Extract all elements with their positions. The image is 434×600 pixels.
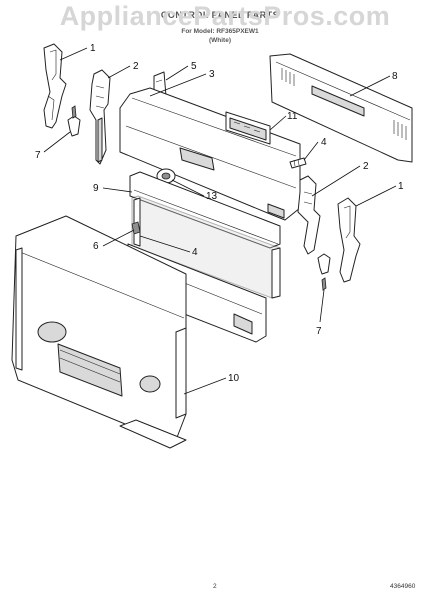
document-number: 4364960 (390, 583, 416, 590)
part-11-clock-module (225, 111, 271, 145)
callout-7-right: 7 (316, 326, 322, 337)
callout-1-right: 1 (398, 181, 404, 192)
callout-2-right: 2 (363, 161, 369, 172)
diagram-title: CONTROL PANEL PARTS (160, 10, 280, 20)
callout-5: 5 (191, 61, 197, 72)
callout-6: 6 (93, 241, 99, 252)
part-8-rear-vent-panel (269, 53, 413, 163)
callout-4-upper: 4 (321, 137, 327, 148)
watermark: AppliancePartsPros.com (59, 1, 391, 31)
part-2-left-bracket (89, 69, 111, 165)
callout-11: 11 (287, 111, 298, 122)
callout-4-lower: 4 (192, 247, 198, 258)
page-number: 2 (213, 583, 217, 590)
callout-labels: 1 2 5 3 8 7 11 4 2 1 9 13 6 4 7 10 (35, 43, 404, 384)
part-7-left-clip (67, 105, 81, 137)
part-1-left-end-cap (43, 43, 67, 129)
model-color: (White) (208, 37, 232, 44)
callout-7-left: 7 (35, 150, 41, 161)
leader-lines (43, 47, 397, 395)
part-13-knob (156, 168, 176, 184)
callout-1-left: 1 (90, 43, 96, 54)
part-9-panel-frame (129, 171, 281, 299)
callout-9: 9 (93, 183, 99, 194)
model-number: For Model: RF365PXEW1 (181, 28, 259, 35)
part-4-upper-screw (289, 157, 307, 169)
part-2-right-bracket (297, 175, 321, 255)
callout-8: 8 (392, 71, 398, 82)
callout-2-left: 2 (133, 61, 139, 72)
callout-10: 10 (228, 373, 240, 384)
callout-13: 13 (206, 191, 218, 202)
callout-3: 3 (209, 69, 215, 80)
part-1-right-end-cap (337, 197, 361, 283)
part-10-rear-shield (11, 215, 187, 449)
part-7-right-clip (317, 253, 331, 291)
